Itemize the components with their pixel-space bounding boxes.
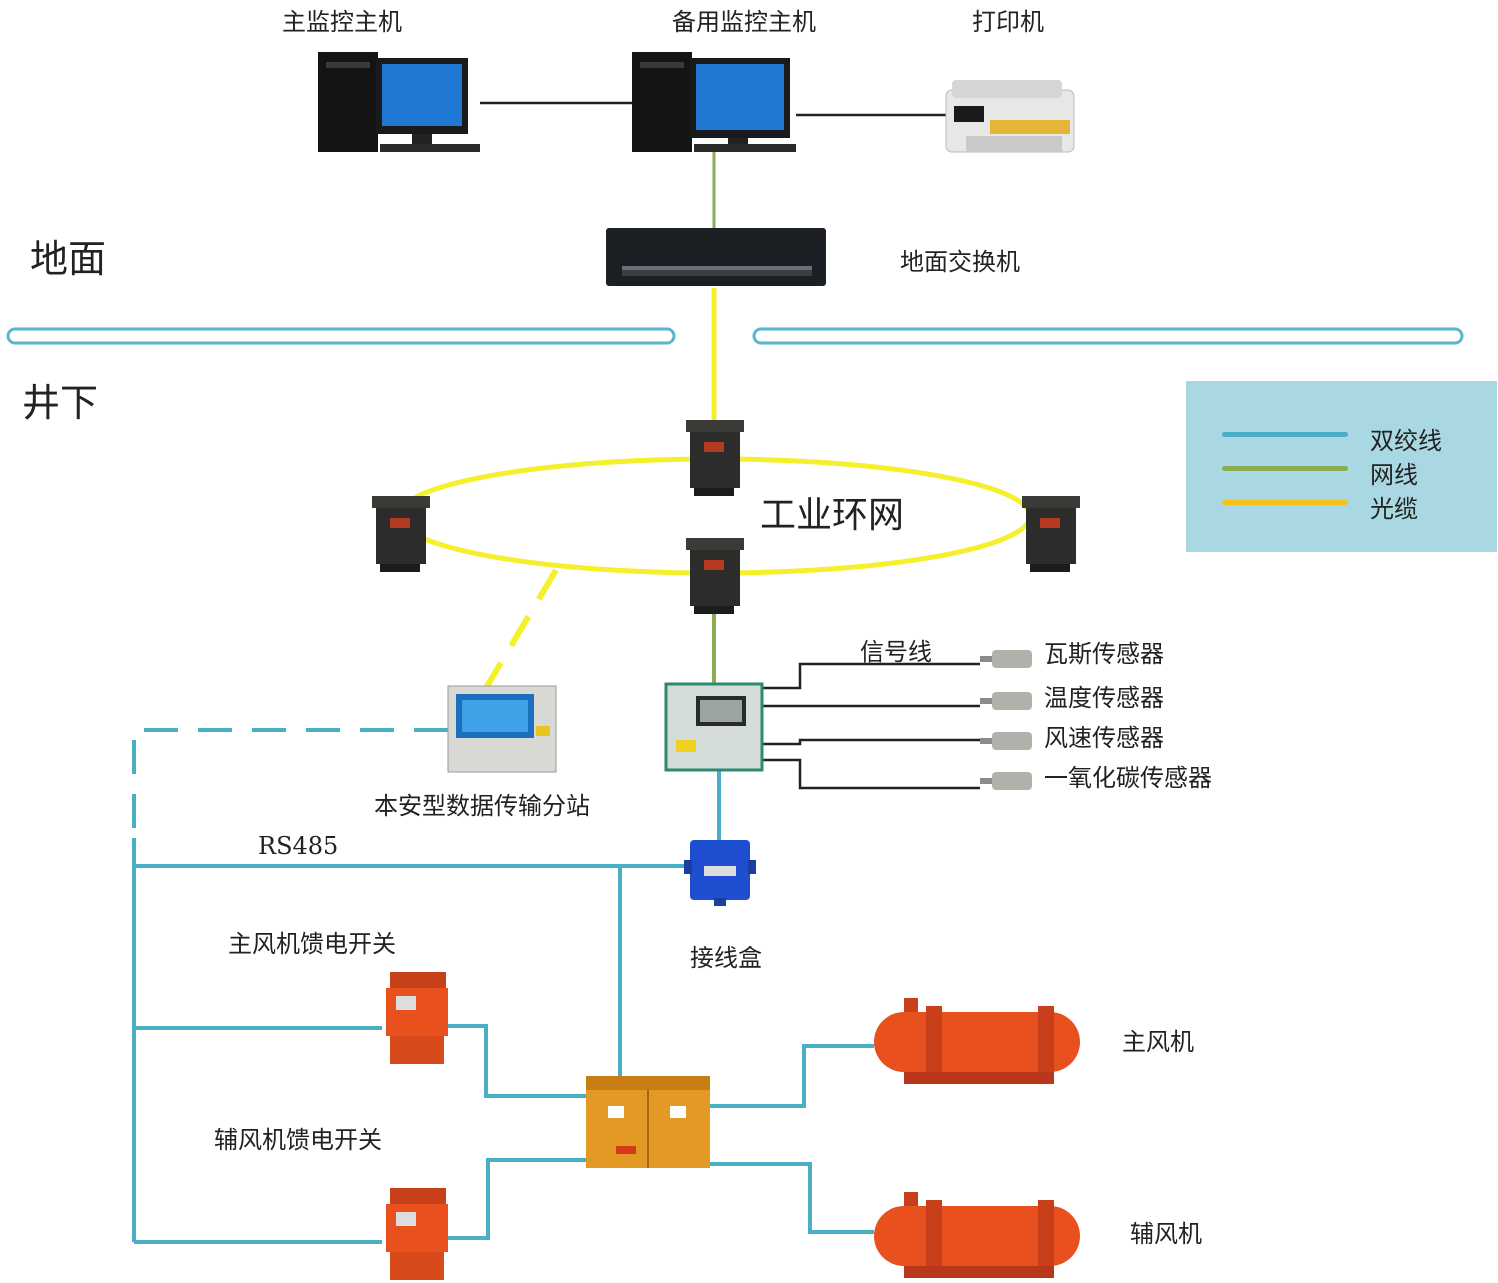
sensor-probe-temperature	[980, 692, 1032, 710]
aux-fan-device	[874, 1192, 1080, 1278]
legend-item-network: 网线	[1222, 453, 1472, 489]
backup-host-computer	[632, 52, 796, 152]
label-main-host: 主监控主机	[282, 8, 402, 36]
label-aux-fan-switch: 辅风机馈电开关	[214, 1126, 382, 1154]
main-fan-feeder-switch	[386, 972, 448, 1064]
label-aux-fan: 辅风机	[1130, 1220, 1202, 1248]
surface-switch	[606, 228, 826, 286]
legend-box: 双绞线 网线 光缆	[1186, 381, 1497, 552]
label-sensor-co: 一氧化碳传感器	[1044, 764, 1212, 792]
label-sensor-temperature: 温度传感器	[1044, 684, 1164, 712]
legend-swatch-fiber	[1222, 500, 1348, 505]
label-sensor-wind-speed: 风速传感器	[1044, 724, 1164, 752]
sensor-probe-wind-speed	[980, 732, 1032, 750]
label-main-fan-switch: 主风机馈电开关	[228, 930, 396, 958]
main-fan-device	[874, 998, 1080, 1084]
legend-label-network: 网线	[1370, 461, 1418, 489]
legend-swatch-network	[1222, 466, 1348, 471]
label-rs485: RS485	[258, 832, 339, 860]
ring-node-left	[372, 496, 430, 572]
label-backup-host: 备用监控主机	[672, 8, 816, 36]
main-host-computer	[318, 52, 480, 152]
label-substation: 本安型数据传输分站	[374, 792, 590, 820]
label-surface-switch: 地面交换机	[900, 248, 1020, 276]
sensor-probe-co	[980, 772, 1032, 790]
surface-links	[480, 101, 946, 117]
legend-item-fiber: 光缆	[1222, 487, 1472, 523]
central-switchgear	[586, 1076, 710, 1168]
legend-item-twisted-pair: 双绞线	[1222, 419, 1472, 455]
surface-underground-separator	[6, 327, 1464, 345]
label-ring-network: 工业环网	[760, 495, 905, 536]
twisted-pair-lines	[132, 770, 874, 1244]
ring-node-bottom	[686, 538, 744, 614]
substation-device	[447, 685, 557, 773]
twisted-pair-dashed-link	[132, 728, 448, 834]
sensor-probe-methane	[980, 650, 1032, 668]
junction-box-device	[684, 840, 756, 906]
label-printer: 打印机	[972, 8, 1044, 36]
signal-lines	[762, 662, 980, 790]
monitoring-station	[664, 682, 764, 772]
label-underground-zone: 井下	[22, 381, 99, 425]
fiber-to-substation	[483, 568, 559, 690]
legend-label-fiber: 光缆	[1370, 495, 1418, 523]
printer-device	[945, 80, 1075, 153]
label-surface-zone: 地面	[30, 237, 107, 281]
legend-label-twisted-pair: 双绞线	[1370, 427, 1442, 455]
ring-node-top	[686, 420, 744, 496]
aux-fan-feeder-switch	[386, 1188, 448, 1280]
label-junction-box: 接线盒	[690, 944, 762, 972]
label-signal-line: 信号线	[860, 638, 932, 666]
label-sensor-methane: 瓦斯传感器	[1044, 640, 1164, 668]
label-main-fan: 主风机	[1122, 1028, 1194, 1056]
ring-node-right	[1022, 496, 1080, 572]
legend-swatch-twisted-pair	[1222, 432, 1348, 437]
